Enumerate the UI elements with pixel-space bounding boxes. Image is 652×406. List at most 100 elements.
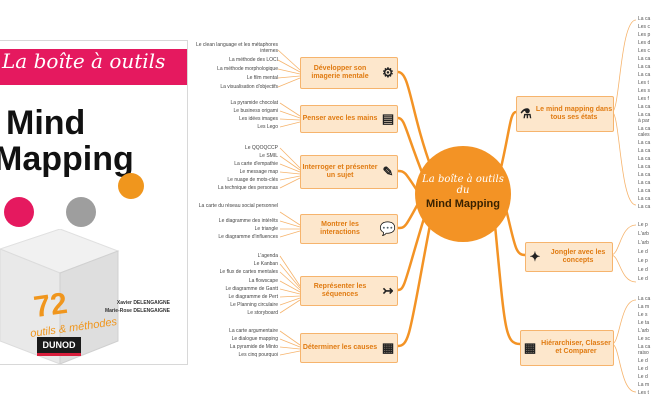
leaf-item[interactable]: Le d [638,358,648,364]
leaf-item[interactable]: Le flux de cartes mentales [219,269,278,275]
leaf-item[interactable]: La m [638,304,650,310]
leaf-item[interactable]: Les t [638,80,649,86]
leaf-item[interactable]: Le sc [638,336,650,342]
leaf-item[interactable]: La ca [638,104,651,110]
leaf-item[interactable]: à par [638,118,650,124]
cover-title: Mind Mapping [0,105,134,177]
growth-chart-icon [4,197,34,227]
leaf-item[interactable]: La ca [638,112,651,118]
leaf-item[interactable]: La ca [638,296,651,302]
central-hub[interactable]: La boîte à outils du Mind Mapping [415,146,511,242]
leaf-item[interactable]: Le film mental [246,75,278,81]
leaf-item[interactable]: Le diagramme des intérêts [218,218,278,224]
leaf-item[interactable]: La carte du réseau social personnel [198,203,278,209]
leaf-item[interactable]: La ca [638,64,651,70]
branch-montrer-interactions[interactable]: Montrer les interactions 💬 [300,214,398,244]
leaf-item[interactable]: Les Lego [257,124,278,130]
leaf-item[interactable]: La ca [638,56,651,62]
leaf-item[interactable]: Les c [638,48,650,54]
leaf-item[interactable]: Le Planning circulaire [230,302,278,308]
cover-series-band [0,49,187,85]
leaf-item[interactable]: La ca [638,148,651,154]
leaf-item[interactable]: Le Kanban [253,261,278,267]
leaf-item[interactable]: Le d [638,276,648,282]
leaf-item[interactable]: Les cinq pourquoi [238,352,278,358]
leaf-item[interactable]: Le nuage de mots-clés [227,177,278,183]
leaf-item[interactable]: La carte argumentaire [229,328,278,334]
leaf-item[interactable]: Le triangle [254,226,278,232]
branch-jongler-concepts[interactable]: ✦ Jongler avec les concepts [525,242,613,272]
leaf-item[interactable]: La m [638,382,650,388]
leaf-item[interactable]: La ca [638,188,651,194]
branch-label: Le mind mapping dans tous ses états [535,106,613,121]
leaf-item[interactable]: Les d [638,40,651,46]
leaf-item[interactable]: La ca [638,140,651,146]
leaf-item[interactable]: La ca [638,180,651,186]
leaf-item[interactable]: Les s [638,88,650,94]
leaf-item[interactable]: Le QQOQCCP [244,145,278,151]
leaf-item[interactable]: Le d [638,249,648,255]
branch-label: Montrer les interactions [320,221,360,236]
leaf-item[interactable]: Le diagramme de Pert [228,294,278,300]
leaf-item[interactable]: La ca [638,344,651,350]
hub-line1: La boîte à outils du [422,174,504,196]
leaf-item[interactable]: Le d [638,374,648,380]
leaf-item[interactable]: Les f [638,96,649,102]
leaf-item[interactable]: La pyramide chocolat [230,100,278,106]
pencil-icon: ✎ [382,164,394,179]
leaf-item[interactable]: cales [638,132,650,138]
leaf-item[interactable]: Le business origami [233,108,278,114]
leaf-item[interactable]: La pyramide de Minto [229,344,278,350]
calculator-icon: ▦ [381,340,395,355]
leaf-item[interactable]: La méthode morphologique [217,66,278,72]
branch-interroger-presenter[interactable]: Interroger et présenter un sujet ✎ [300,155,398,189]
author-2: Marie-Rose DELENGAIGNE [104,308,170,314]
leaf-item[interactable]: Le p [638,258,648,264]
leaf-item[interactable]: L'arb [638,240,649,246]
leaf-item[interactable]: La ca [638,72,651,78]
leaf-item[interactable]: La méthode des LOCI [229,57,278,63]
sequence-icon: ↣ [382,283,394,298]
branch-penser-mains[interactable]: Penser avec les mains ▤ [300,105,398,133]
leaf-item[interactable]: La ca [638,204,651,210]
leaf-item[interactable]: Le clean language et les métaphores inte… [195,42,278,54]
leaf-item[interactable]: Le ta [638,320,650,326]
leaf-item[interactable]: La visualisation d'objectifs [220,84,278,90]
cover-series-title: La boîte à outils [2,49,166,73]
leaf-item[interactable]: La technique des personas [217,185,278,191]
leaf-item[interactable]: La ca [638,172,651,178]
leaf-item[interactable]: La ca [638,164,651,170]
leaf-item[interactable]: Les p [638,32,651,38]
branch-label: Jongler avec les concepts [550,249,606,264]
branch-developper-imagerie[interactable]: Développer son imagerie mentale ⚙ [300,57,398,89]
leaf-item[interactable]: La ca [638,16,651,22]
branch-hierarchiser-classer[interactable]: ▦ Hiérarchiser, Classer et Comparer [520,330,614,366]
leaf-item[interactable]: Le diagramme d'influences [218,234,278,240]
leaf-item[interactable]: Le p [638,222,648,228]
leaf-item[interactable]: Le d [638,267,648,273]
cover-authors: Xavier DELENGAIGNE Marie-Rose DELENGAIGN… [96,299,170,315]
leaf-item[interactable]: La ca [638,126,651,132]
leaf-item[interactable]: Le message map [239,169,278,175]
book-cover: La boîte à outils Mind Mapping 72 outils… [0,40,188,365]
leaf-item[interactable]: La ca [638,156,651,162]
leaf-item[interactable]: Les idées images [239,116,278,122]
leaf-item[interactable]: La carte d'empathie [234,161,278,167]
leaf-item[interactable]: L'arb [638,231,649,237]
leaf-item[interactable]: La ca [638,196,651,202]
branch-mind-mapping-etats[interactable]: ⚗ Le mind mapping dans tous ses états [516,96,614,132]
leaf-item[interactable]: L'arb [638,328,649,334]
leaf-item[interactable]: L'agenda [257,253,278,259]
leaf-item[interactable]: Le SMIL [259,153,278,159]
leaf-item[interactable]: Les t [638,390,649,396]
leaf-item[interactable]: Le storyboard [247,310,278,316]
branch-determiner-causes[interactable]: Déterminer les causes ▦ [300,333,398,363]
branch-representer-sequences[interactable]: Représenter les séquences ↣ [300,276,398,306]
leaf-item[interactable]: Le d [638,366,648,372]
leaf-item[interactable]: raiso [638,350,649,356]
leaf-item[interactable]: Les c [638,24,650,30]
leaf-item[interactable]: Le s [638,312,648,318]
leaf-item[interactable]: Le dialogue mapping [231,336,278,342]
leaf-item[interactable]: Le diagramme de Gantt [225,286,278,292]
leaf-item[interactable]: La flowscape [248,278,278,284]
